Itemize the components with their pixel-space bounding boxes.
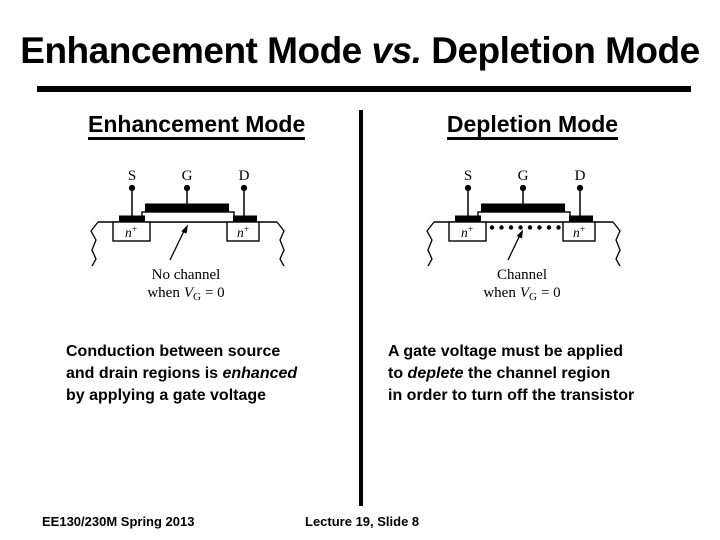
- column-divider-line: [359, 110, 363, 506]
- gate-oxide: [141, 211, 235, 223]
- terminal-leads: [467, 188, 581, 216]
- gate-electrode: [145, 203, 229, 212]
- contact-pads: [119, 215, 257, 223]
- desc-line2-start: and drain regions is: [66, 365, 223, 382]
- enhancement-description: Conduction between source and drain regio…: [66, 341, 297, 407]
- title-vs: vs.: [371, 30, 422, 71]
- gate-electrode: [481, 203, 565, 212]
- terminal-leads: [131, 188, 245, 216]
- desc-line1: A gate voltage must be applied: [388, 343, 624, 360]
- depletion-heading-text: Depletion Mode: [446, 112, 619, 140]
- n-plus-label-source: n+: [125, 225, 137, 240]
- desc-line2-italic: enhanced: [222, 365, 298, 382]
- depletion-column-heading: Depletion Mode: [420, 112, 645, 140]
- substrate-torn-edges: [426, 221, 621, 267]
- channel-pointer-arrow: [169, 224, 188, 261]
- page-title: Enhancement Mode vs. Depletion Mode: [0, 30, 720, 72]
- n-plus-label-source: n+: [461, 225, 473, 240]
- channel-dots: [489, 225, 561, 230]
- gate-oxide: [477, 211, 571, 223]
- enhancement-mosfet-diagram: S G D n+ n+ No channe: [90, 168, 285, 303]
- drain-terminal-label: D: [239, 168, 250, 184]
- desc-line3: by applying a gate voltage: [66, 387, 267, 404]
- title-underline-rule: [37, 86, 691, 92]
- diagram-caption-line1: No channel: [152, 267, 221, 283]
- gate-terminal-label: G: [518, 168, 529, 184]
- footer-course-label: EE130/230M Spring 2013: [42, 514, 195, 529]
- source-terminal-label: S: [128, 168, 136, 184]
- diagram-caption-line1: Channel: [497, 267, 547, 283]
- desc-line2-italic: deplete: [407, 365, 464, 382]
- substrate-torn-edges: [90, 221, 285, 267]
- n-plus-regions: [448, 221, 596, 242]
- contact-pads: [455, 215, 593, 223]
- n-plus-label-drain: n+: [573, 225, 585, 240]
- title-part1: Enhancement Mode: [20, 30, 372, 71]
- desc-line2-start: to: [388, 365, 408, 382]
- enhancement-heading-text: Enhancement Mode: [88, 112, 306, 140]
- source-terminal-label: S: [464, 168, 472, 184]
- n-plus-label-drain: n+: [237, 225, 249, 240]
- title-part2: Depletion Mode: [421, 30, 700, 71]
- terminal-dots: [464, 184, 584, 192]
- n-plus-regions: [112, 221, 260, 242]
- footer-slide-number: Lecture 19, Slide 8: [305, 514, 420, 529]
- channel-pointer-arrow: [507, 229, 523, 261]
- desc-line1: Conduction between source: [66, 343, 281, 360]
- gate-terminal-label: G: [182, 168, 193, 184]
- enhancement-column-heading: Enhancement Mode: [88, 112, 306, 140]
- depletion-mosfet-diagram: S G D n+ n+: [426, 168, 621, 303]
- drain-terminal-label: D: [575, 168, 586, 184]
- terminal-dots: [128, 184, 248, 192]
- depletion-description: A gate voltage must be applied to deplete…: [388, 341, 634, 407]
- desc-line2-end: the channel region: [463, 365, 611, 382]
- desc-line3: in order to turn off the transistor: [388, 387, 635, 404]
